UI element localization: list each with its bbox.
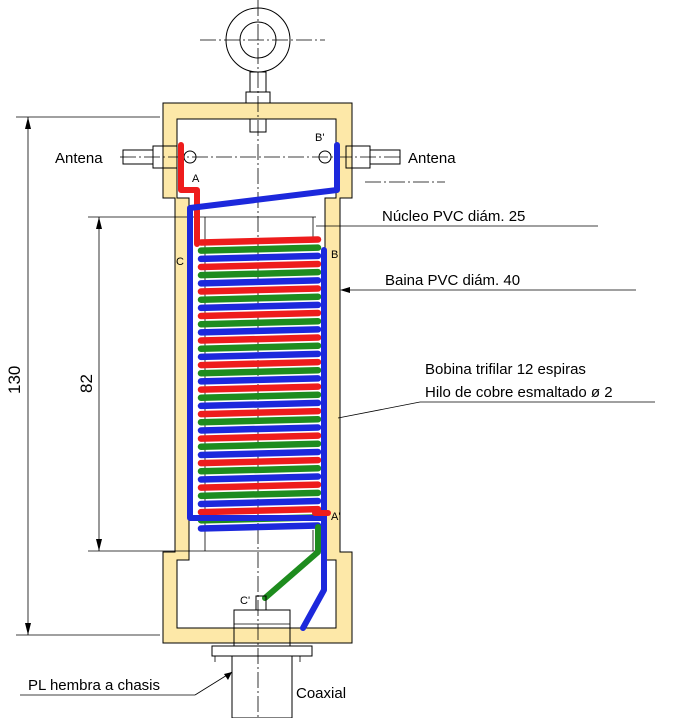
wire-blue-right bbox=[300, 247, 327, 631]
coil-turn-green bbox=[197, 268, 322, 279]
coil-label-line2: Hilo de cobre esmaltado ø 2 bbox=[425, 384, 613, 401]
dimension-coil: 82 bbox=[77, 374, 96, 393]
coil-turn-blue bbox=[197, 424, 322, 434]
coil-label-line1: Bobina trifilar 12 espiras bbox=[425, 361, 586, 378]
coil-turn-red bbox=[197, 383, 322, 393]
coil-turn-red bbox=[197, 481, 322, 491]
coil-turn-green bbox=[197, 244, 322, 254]
coil-turn-blue bbox=[197, 522, 322, 532]
pvc-sheath bbox=[162, 102, 353, 644]
antenna-left-label: Antena bbox=[55, 150, 103, 167]
coil-turn-green bbox=[197, 440, 322, 451]
antenna-right-label: Antena bbox=[408, 150, 456, 167]
coil-turn-green bbox=[197, 391, 322, 402]
coil-turn-red bbox=[197, 260, 322, 271]
housing-body bbox=[162, 102, 353, 644]
coil-turn-green bbox=[197, 342, 322, 352]
coil-turn-blue bbox=[197, 277, 322, 287]
coil-turn-blue bbox=[197, 252, 322, 263]
coil-turn-red bbox=[197, 358, 322, 369]
sheath-label: Baina PVC diám. 40 bbox=[385, 272, 520, 289]
coil-turn-blue bbox=[197, 301, 322, 312]
coil-turn-blue bbox=[197, 375, 322, 385]
coil-turn-blue bbox=[197, 497, 322, 508]
terminal-b-prime-label: B' bbox=[315, 132, 324, 144]
wire-blue-top bbox=[187, 142, 340, 521]
coil-turn-red bbox=[197, 505, 322, 516]
coil-turn-red bbox=[197, 285, 322, 295]
antenna-terminal-left bbox=[122, 145, 197, 169]
coil-turn-green bbox=[197, 465, 322, 475]
coil-turn-green bbox=[197, 489, 322, 500]
coil-turn-green bbox=[197, 366, 322, 377]
terminal-a-label: A bbox=[192, 173, 200, 185]
leader-lines bbox=[20, 225, 655, 696]
coil-turn-red bbox=[197, 334, 322, 344]
dimension-overall: 130 bbox=[5, 366, 24, 394]
terminal-c-prime-label: C' bbox=[240, 595, 250, 607]
coax-label: Coaxial bbox=[296, 685, 346, 702]
terminal-a-prime-label: A' bbox=[331, 511, 340, 523]
wire-red-top bbox=[178, 142, 200, 247]
coil-turn-blue bbox=[197, 399, 322, 410]
coil-turn-blue bbox=[197, 448, 322, 459]
coil-turn-green bbox=[197, 317, 322, 328]
trifilar-coil bbox=[197, 236, 322, 532]
coil-turn-blue bbox=[197, 350, 322, 361]
coil-turn-red bbox=[197, 236, 322, 246]
coil-turn-red bbox=[197, 407, 322, 418]
coil-turn-blue bbox=[197, 326, 322, 336]
coil-turn-blue bbox=[197, 473, 322, 483]
coil-turn-red bbox=[197, 456, 322, 467]
wire-green-bottom bbox=[262, 524, 321, 601]
coil-turn-green bbox=[197, 416, 322, 426]
wire-leads bbox=[178, 142, 340, 631]
pl-connector bbox=[211, 595, 313, 718]
core-label: Núcleo PVC diám. 25 bbox=[382, 208, 525, 225]
coil-turn-red bbox=[197, 309, 322, 320]
terminal-b-label: B bbox=[331, 249, 338, 261]
terminal-c-label: C bbox=[176, 256, 184, 268]
coil-turn-green bbox=[197, 293, 322, 303]
connector-label: PL hembra a chasis bbox=[28, 677, 160, 694]
coil-turn-red bbox=[197, 432, 322, 442]
antenna-terminal-right bbox=[318, 145, 401, 169]
